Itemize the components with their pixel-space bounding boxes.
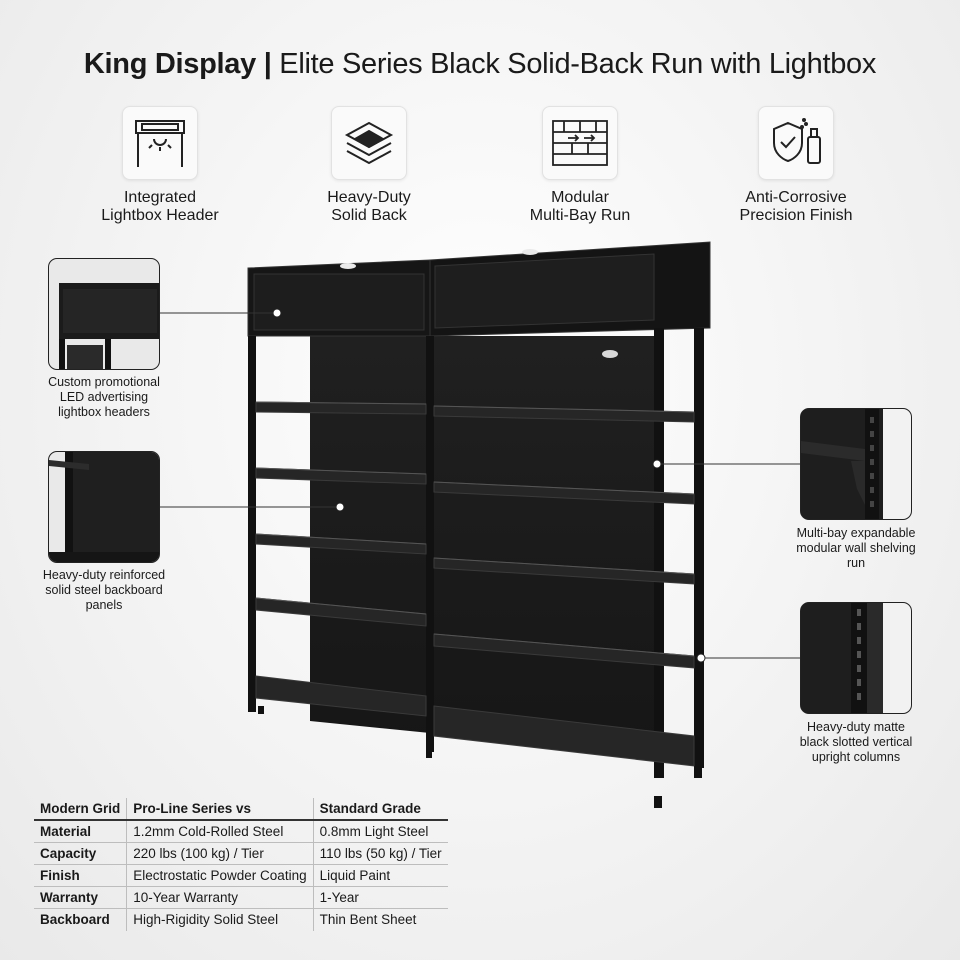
table-cell: Electrostatic Powder Coating bbox=[126, 864, 314, 887]
feature-solid-back: Heavy-Duty Solid Back bbox=[269, 106, 469, 225]
feature-label: Modular Multi-Bay Run bbox=[529, 189, 631, 224]
callout-uprights-text: Heavy-duty matte black slotted vertical … bbox=[799, 720, 913, 764]
table-header: Pro-Line Series vs bbox=[126, 798, 314, 821]
table-cell: 0.8mm Light Steel bbox=[312, 819, 448, 843]
product-title: Elite Series Black Solid-Back Run with L… bbox=[279, 48, 877, 80]
upright-detail-image bbox=[800, 602, 912, 714]
table-row: Finish Electrostatic Powder Coating Liqu… bbox=[34, 864, 448, 887]
table-header-row: Modern Grid Pro-Line Series vs Standard … bbox=[34, 798, 448, 821]
feature-label: Integrated Lightbox Header bbox=[101, 189, 219, 224]
table-row: Capacity 220 lbs (100 kg) / Tier 110 lbs… bbox=[34, 842, 448, 865]
table-cell: 220 lbs (100 kg) / Tier bbox=[126, 842, 314, 865]
modular-grid-icon bbox=[542, 106, 618, 180]
feature-label: Heavy-Duty Solid Back bbox=[327, 189, 411, 224]
table-cell: High-Rigidity Solid Steel bbox=[126, 908, 314, 931]
feature-modular: Modular Multi-Bay Run bbox=[480, 106, 680, 225]
table-row: Warranty 10-Year Warranty 1-Year bbox=[34, 886, 448, 909]
spec-comparison-table: Modern Grid Pro-Line Series vs Standard … bbox=[34, 798, 448, 931]
shield-spray-icon bbox=[758, 106, 834, 180]
table-row: Backboard High-Rigidity Solid Steel Thin… bbox=[34, 908, 448, 931]
table-header: Standard Grade bbox=[312, 798, 448, 821]
multibay-detail-image bbox=[800, 408, 912, 520]
lightbox-detail-image bbox=[48, 258, 160, 370]
backboard-detail-image bbox=[48, 451, 160, 563]
table-cell: 1-Year bbox=[312, 886, 448, 909]
feature-label: Anti-Corrosive Precision Finish bbox=[739, 189, 853, 224]
shelving-unit-illustration bbox=[247, 241, 711, 808]
title-separator: | bbox=[255, 48, 280, 80]
row-label: Capacity bbox=[34, 842, 127, 865]
page-title: King Display | Elite Series Black Solid-… bbox=[0, 48, 960, 81]
table-row: Material 1.2mm Cold-Rolled Steel 0.8mm L… bbox=[34, 819, 448, 843]
row-label: Backboard bbox=[34, 908, 127, 931]
upright-right bbox=[654, 328, 664, 778]
upright-middle bbox=[426, 336, 434, 752]
lightbox-icon bbox=[122, 106, 198, 180]
upright-left bbox=[248, 336, 256, 712]
callout-backboard-text: Heavy-duty reinforced solid steel backbo… bbox=[42, 568, 166, 612]
callout-multibay-text: Multi-bay expandable modular wall shelvi… bbox=[796, 526, 916, 570]
callout-lightbox-text: Custom promotional LED advertising light… bbox=[48, 375, 160, 419]
row-label: Warranty bbox=[34, 886, 127, 909]
table-cell: 10-Year Warranty bbox=[126, 886, 314, 909]
feature-lightbox: Integrated Lightbox Header bbox=[60, 106, 260, 225]
table-cell: 1.2mm Cold-Rolled Steel bbox=[126, 819, 314, 843]
brand-name: King Display bbox=[83, 48, 256, 80]
row-label: Finish bbox=[34, 864, 127, 887]
upright-far-right bbox=[694, 328, 704, 768]
table-cell: 110 lbs (50 kg) / Tier bbox=[312, 842, 448, 865]
table-header: Modern Grid bbox=[34, 798, 127, 821]
row-label: Material bbox=[34, 819, 127, 843]
feature-finish: Anti-Corrosive Precision Finish bbox=[696, 106, 896, 225]
table-cell: Liquid Paint bbox=[312, 864, 448, 887]
table-cell: Thin Bent Sheet bbox=[312, 908, 448, 931]
layers-icon bbox=[331, 106, 407, 180]
